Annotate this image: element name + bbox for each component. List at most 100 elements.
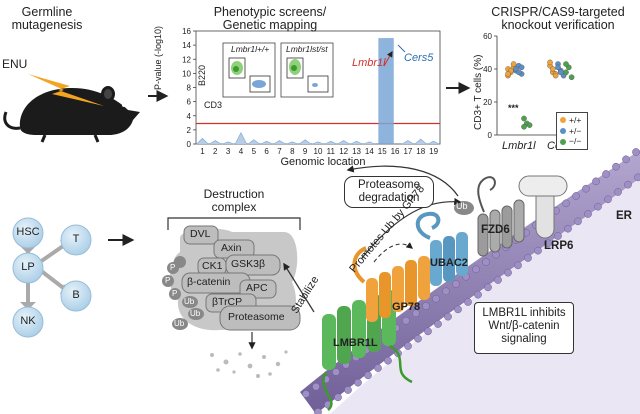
- degraded-fragments: [210, 350, 288, 378]
- dashed-inhibit: [373, 242, 414, 263]
- crispr-cat-1: Lmbr1l: [502, 140, 536, 152]
- y-tick-label: 2: [187, 126, 192, 135]
- enu-label: ENU: [2, 57, 28, 71]
- lipid-head: [484, 283, 492, 292]
- screens-title: Phenotypic screens/ Genetic mapping: [213, 5, 327, 33]
- chromosome-label: 1: [200, 147, 205, 156]
- lipid-head: [312, 382, 320, 391]
- destruction-complex-blob: [162, 225, 301, 331]
- lipid-head: [472, 265, 480, 274]
- promotes-arrow: [361, 197, 462, 259]
- legend-wt: +/+: [569, 115, 582, 125]
- chromosome-label: 10: [314, 147, 323, 156]
- lrp6-label: LRP6: [544, 240, 574, 252]
- enu-lightning-icon: [28, 74, 104, 106]
- stabilize-arrow: [283, 262, 315, 313]
- apc-label: APC: [246, 282, 268, 294]
- manhattan-xlabel: Genomic location: [280, 156, 366, 168]
- chromosome-label: 15: [378, 147, 387, 156]
- t-cell: [60, 224, 92, 256]
- lipid-head: [452, 280, 460, 288]
- lmbr1l-protein: [322, 290, 413, 411]
- lipid-head: [624, 180, 632, 189]
- lipid-head: [332, 368, 340, 376]
- lipid-head: [614, 188, 622, 196]
- lipid-head: [404, 342, 412, 350]
- gp78-label: GP78: [392, 301, 421, 313]
- crispr-point: [555, 64, 561, 71]
- chromosome-label: 11: [327, 147, 336, 156]
- lipid-head: [302, 390, 310, 398]
- lipid-head: [604, 195, 612, 204]
- chromosome-label: 18: [416, 147, 425, 156]
- crispr-point: [516, 69, 522, 76]
- manhattan-point: [312, 141, 324, 145]
- destruction-title: Destruction complex: [203, 187, 265, 214]
- manhattan-point: [247, 139, 260, 145]
- lipid-head: [412, 309, 420, 318]
- crispr-y-tick-label: 40: [483, 65, 492, 74]
- dvl-label: DVL: [190, 228, 211, 240]
- lipid-head: [474, 290, 482, 299]
- hit1-pointer: [383, 50, 393, 67]
- crispr-point: [563, 61, 569, 67]
- y-tick-label: 8: [187, 84, 192, 93]
- crispr-point: [563, 69, 569, 76]
- manhattan-point: [350, 140, 363, 145]
- manhattan-point: [299, 139, 312, 145]
- crispr-y-tick-label: 0: [488, 131, 493, 140]
- hematopoiesis-diagram: [12, 217, 92, 338]
- crispr-point: [552, 72, 559, 79]
- peak-bar: [378, 38, 394, 144]
- legend-het: +/−: [569, 125, 582, 136]
- manhattan-point: [260, 140, 273, 145]
- chromosome-label: 19: [429, 147, 438, 156]
- manhattan-point: [273, 140, 286, 145]
- chromosome-label: 12: [339, 147, 348, 156]
- proteasome-label: Proteasome: [228, 311, 285, 323]
- chromosome-label: 8: [290, 147, 295, 156]
- manhattan-ylabel: P-value (-log10): [153, 25, 163, 90]
- y-tick-label: 0: [187, 140, 192, 149]
- crispr-title: CRISPR/CAS9-targeted knockout verificati…: [491, 5, 625, 33]
- lipid-head: [634, 173, 640, 182]
- lipid-head: [494, 276, 502, 284]
- lp-cell: [12, 252, 44, 284]
- crispr-point: [521, 123, 527, 130]
- degradation-curve: [346, 165, 459, 197]
- lipid-head: [514, 261, 522, 270]
- lipid-head: [442, 287, 450, 296]
- y-tick-label: 10: [182, 69, 191, 78]
- ck1-label: CK1: [202, 260, 223, 272]
- lipid-head: [414, 334, 422, 343]
- lipid-head: [562, 199, 570, 208]
- manhattan-point: [196, 137, 209, 145]
- b-label: B: [72, 289, 80, 301]
- y-tick-label: 14: [182, 41, 191, 50]
- hsc-cell: [12, 217, 44, 249]
- lipid-head: [354, 378, 362, 387]
- lipid-head: [592, 177, 600, 186]
- lipid-head: [524, 254, 532, 262]
- crispr-point: [505, 71, 511, 77]
- crispr-y-tick-label: 20: [483, 98, 492, 107]
- lipid-head: [464, 298, 472, 306]
- chromosome-label: 16: [391, 147, 400, 156]
- chromosome-label: 5: [252, 147, 257, 156]
- chromosome-label: 6: [264, 147, 269, 156]
- lipid-head: [564, 224, 572, 233]
- fzd6-protein: [454, 176, 525, 257]
- lipid-head: [574, 217, 582, 226]
- lipid-head: [422, 302, 430, 310]
- manhattan-point: [337, 140, 350, 145]
- lipid-head: [612, 162, 620, 171]
- chromosome-label: 7: [277, 147, 282, 156]
- lp-label: LP: [21, 261, 35, 273]
- gsk3b-label: GSK3β: [231, 258, 266, 270]
- crispr-point: [526, 122, 533, 128]
- crispr-points: [505, 59, 575, 130]
